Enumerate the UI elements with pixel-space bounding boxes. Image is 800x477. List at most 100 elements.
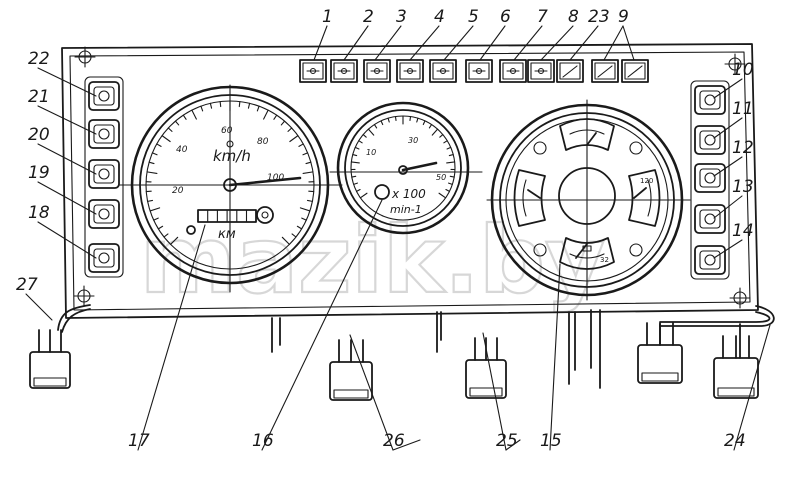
callout-label-16: 16	[252, 431, 274, 451]
tick	[303, 153, 308, 155]
tick	[264, 110, 269, 119]
tick	[168, 128, 172, 131]
tachometer-tick-10: 10	[366, 148, 376, 157]
callout-label-8: 8	[568, 7, 579, 27]
leader-line-9	[604, 26, 623, 60]
tick	[381, 121, 383, 125]
warning-lamp	[592, 60, 618, 82]
tachometer-hour-meter-knob	[375, 185, 389, 199]
tick	[354, 183, 358, 184]
left-indicator	[89, 82, 119, 110]
left-indicator	[89, 200, 119, 228]
callout-label-10: 10	[732, 60, 754, 80]
tick	[239, 102, 240, 107]
warning-lamp	[331, 60, 357, 82]
leader-line-4	[410, 26, 439, 60]
callout-label-2: 2	[363, 7, 374, 27]
tick	[192, 110, 197, 119]
left-indicator	[89, 160, 119, 188]
warning-lamp	[528, 60, 554, 82]
speedometer-needle	[230, 178, 300, 185]
callout-label-15: 15	[540, 431, 562, 451]
callout-label-23: 23	[588, 7, 610, 27]
leader-line-2	[344, 26, 368, 60]
leader-line-18	[38, 222, 96, 258]
right-indicator	[695, 86, 725, 114]
connector	[638, 323, 682, 383]
tick	[162, 136, 170, 142]
callout-label-14: 14	[732, 221, 754, 241]
leader-line-7	[514, 26, 542, 60]
warning-lamp	[557, 60, 583, 82]
tick	[432, 129, 437, 135]
callout-label-3: 3	[396, 7, 407, 27]
tick	[157, 144, 161, 146]
mount-crosshair-bottom-left	[74, 286, 94, 306]
tick	[148, 200, 153, 201]
tick	[152, 153, 157, 155]
right-indicator	[695, 205, 725, 233]
warning-lamp	[622, 60, 648, 82]
tick	[220, 102, 221, 107]
right-indicator-column	[691, 81, 729, 279]
callout-label-9: 9	[618, 7, 629, 27]
tick	[395, 117, 396, 121]
tick	[388, 118, 389, 122]
tick	[175, 121, 178, 125]
callout-label-21: 21	[28, 87, 50, 107]
tick	[447, 162, 455, 163]
callout-label-22: 22	[28, 49, 50, 69]
speedometer-tick-40: 40	[176, 145, 188, 155]
mount-crosshair-top-left	[75, 47, 95, 67]
warning-lamp-row	[300, 60, 648, 82]
tachometer-multiplier: x 100	[391, 187, 426, 201]
sub-gauge-right-mark: 120	[640, 177, 653, 185]
callout-label-1: 1	[322, 7, 333, 27]
left-indicator	[89, 120, 119, 148]
tick	[359, 141, 362, 143]
tick	[201, 106, 203, 111]
leader-line-13	[714, 196, 742, 218]
tick	[440, 135, 443, 138]
tick	[423, 121, 425, 125]
leader-line-27	[26, 294, 52, 320]
warning-lamp	[500, 60, 526, 82]
callout-label-5: 5	[468, 7, 479, 27]
tick	[183, 115, 186, 119]
callout-label-12: 12	[732, 138, 754, 158]
callout-label-7: 7	[537, 7, 548, 27]
tick	[210, 103, 211, 108]
sub-gauge-bottom-mark: 32	[600, 256, 609, 264]
tick	[447, 147, 451, 149]
tick	[357, 190, 361, 192]
tick	[281, 121, 284, 125]
callout-label-26: 26	[383, 431, 405, 451]
speedometer-tick-20: 20	[172, 186, 184, 196]
speedometer-tick-80: 80	[257, 137, 269, 147]
tick	[446, 190, 450, 192]
tick	[439, 193, 446, 198]
connector	[30, 330, 70, 388]
tick	[147, 172, 157, 174]
connector	[330, 340, 372, 400]
tick	[352, 176, 356, 177]
sub-gauge-right: 120	[629, 170, 660, 226]
mount-crosshair-bottom-right	[730, 288, 750, 308]
speedometer-tick-60: 60	[221, 126, 233, 136]
tick	[307, 200, 312, 201]
callout-label-19: 19	[28, 163, 50, 183]
tick	[290, 136, 298, 142]
tachometer-tick-30: 30	[408, 136, 418, 145]
callout-label-24: 24	[724, 431, 746, 451]
right-column-frame	[691, 81, 729, 279]
speedometer-unit: km/h	[213, 147, 251, 165]
tick	[274, 115, 277, 119]
warning-lamp	[364, 60, 390, 82]
callout-label-11: 11	[732, 99, 754, 119]
tick	[368, 129, 373, 135]
tick	[149, 162, 154, 163]
electrical-connectors	[30, 323, 758, 400]
callout-label-4: 4	[434, 7, 445, 27]
